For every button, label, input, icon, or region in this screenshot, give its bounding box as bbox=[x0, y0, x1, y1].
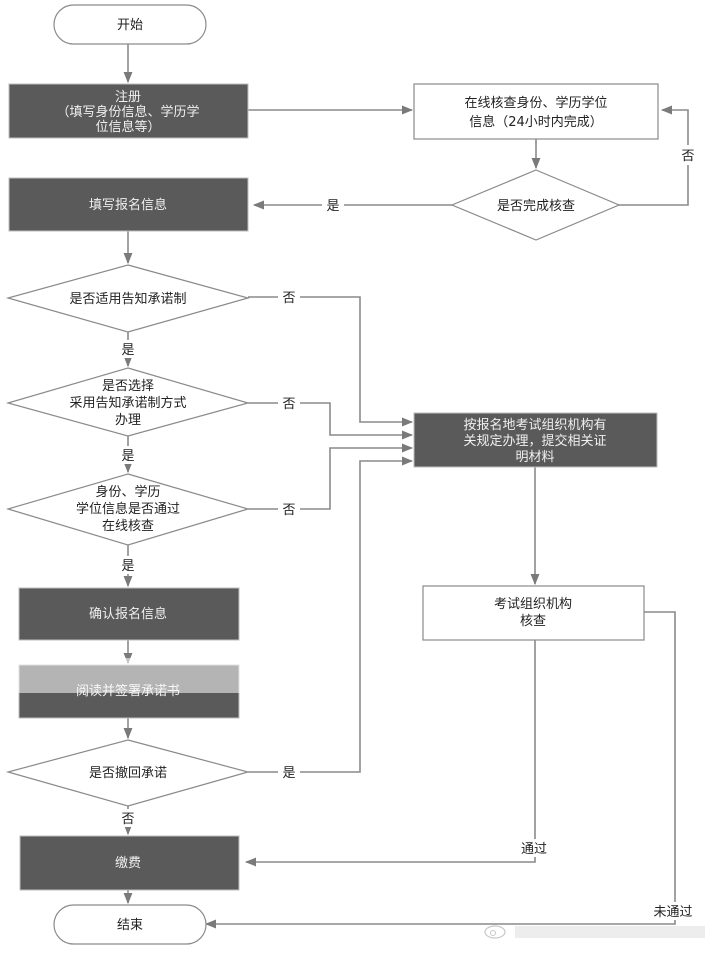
svg-text:是: 是 bbox=[121, 559, 134, 574]
svg-text:按报名地考试组织机构有: 按报名地考试组织机构有 bbox=[463, 417, 606, 433]
svg-text:开始: 开始 bbox=[117, 18, 143, 33]
node-org-check: 考试组织机构 核查 bbox=[422, 585, 645, 641]
svg-text:确认报名信息: 确认报名信息 bbox=[89, 606, 167, 622]
node-local-rules: 按报名地考试组织机构有 关规定办理，提交相关证 明材料 bbox=[413, 412, 658, 468]
svg-text:身份、学历: 身份、学历 bbox=[95, 484, 160, 500]
node-pay: 缴费 bbox=[19, 835, 240, 891]
edge-label-applicable-no: 否 bbox=[278, 288, 300, 306]
edge-label-withdraw-yes: 是 bbox=[278, 763, 300, 781]
edge-orgcheck-fail bbox=[204, 611, 676, 929]
svg-text:是: 是 bbox=[121, 449, 134, 464]
node-confirm: 确认报名信息 bbox=[18, 587, 240, 641]
svg-text:缴费: 缴费 bbox=[115, 856, 141, 871]
svg-text:办理: 办理 bbox=[115, 413, 141, 428]
edge-label-withdraw-no: 否 bbox=[118, 809, 138, 827]
svg-text:未通过: 未通过 bbox=[653, 905, 692, 920]
svg-text:结束: 结束 bbox=[117, 918, 143, 933]
edge-passed-no bbox=[248, 443, 414, 510]
svg-text:否: 否 bbox=[282, 291, 295, 306]
node-register: 注册 （填写身份信息、学历学 位信息等） bbox=[8, 83, 249, 139]
edge-label-checkdone-yes: 是 bbox=[322, 196, 344, 214]
edge-withdraw-yes bbox=[248, 456, 414, 773]
decision-passed-online: 身份、学历 学位信息是否通过 在线核查 bbox=[5, 473, 251, 546]
svg-text:是否撤回承诺: 是否撤回承诺 bbox=[89, 765, 167, 781]
svg-text:信息（24小时内完成）: 信息（24小时内完成） bbox=[469, 114, 603, 130]
decision-check-done: 是否完成核查 bbox=[450, 169, 621, 241]
edge-label-choose-no: 否 bbox=[278, 394, 300, 412]
svg-text:是: 是 bbox=[326, 199, 339, 214]
svg-text:通过: 通过 bbox=[521, 842, 547, 857]
svg-text:学位信息是否通过: 学位信息是否通过 bbox=[76, 501, 180, 517]
svg-text:采用告知承诺制方式: 采用告知承诺制方式 bbox=[69, 395, 186, 411]
node-end: 结束 bbox=[53, 904, 207, 945]
svg-text:是: 是 bbox=[121, 343, 134, 358]
svg-text:是: 是 bbox=[282, 766, 295, 781]
svg-text:在线核查: 在线核查 bbox=[102, 519, 154, 534]
svg-text:否: 否 bbox=[282, 503, 295, 518]
svg-text:填写报名信息: 填写报名信息 bbox=[89, 197, 167, 213]
decision-choose: 是否选择 采用告知承诺制方式 办理 bbox=[5, 367, 251, 437]
edge-label-orgcheck-fail: 未通过 bbox=[643, 902, 703, 920]
svg-text:考试组织机构: 考试组织机构 bbox=[494, 597, 572, 612]
svg-text:关规定办理，提交相关证: 关规定办理，提交相关证 bbox=[463, 433, 606, 449]
svg-text:明材料: 明材料 bbox=[515, 450, 554, 465]
svg-text:注册: 注册 bbox=[115, 90, 141, 105]
decision-withdraw: 是否撤回承诺 bbox=[5, 739, 251, 807]
svg-text:在线核查身份、学历学位: 在线核查身份、学历学位 bbox=[464, 95, 607, 111]
svg-text:核查: 核查 bbox=[520, 614, 546, 629]
edge-label-applicable-yes: 是 bbox=[118, 340, 138, 358]
edge-label-orgcheck-pass: 通过 bbox=[514, 839, 554, 857]
edge-label-choose-yes: 是 bbox=[118, 446, 138, 464]
screenshot-overlay-band bbox=[0, 658, 333, 693]
svg-text:否: 否 bbox=[121, 812, 134, 827]
svg-text:否: 否 bbox=[282, 397, 295, 412]
decision-applicable: 是否适用告知承诺制 bbox=[5, 264, 251, 333]
edge-label-checkdone-no: 否 bbox=[679, 145, 697, 165]
svg-text:否: 否 bbox=[681, 149, 694, 164]
weibo-logo-icon bbox=[484, 925, 705, 939]
edges bbox=[123, 44, 689, 929]
svg-text:是否适用告知承诺制: 是否适用告知承诺制 bbox=[69, 291, 186, 307]
node-online-check: 在线核查身份、学历学位 信息（24小时内完成） bbox=[413, 83, 659, 140]
edge-label-passed-yes: 是 bbox=[118, 556, 138, 574]
svg-text:是否完成核查: 是否完成核查 bbox=[497, 199, 575, 214]
edge-orgcheck-pass bbox=[244, 640, 536, 867]
node-start: 开始 bbox=[53, 4, 207, 45]
edge-label-passed-no: 否 bbox=[278, 500, 300, 518]
svg-text:位信息等）: 位信息等） bbox=[95, 119, 160, 135]
edge-choose-no bbox=[248, 402, 414, 440]
svg-text:（填写身份信息、学历学: （填写身份信息、学历学 bbox=[56, 104, 199, 120]
edge-applicable-no bbox=[248, 296, 414, 427]
node-fill-info: 填写报名信息 bbox=[8, 177, 249, 232]
svg-text:是否选择: 是否选择 bbox=[102, 379, 154, 394]
